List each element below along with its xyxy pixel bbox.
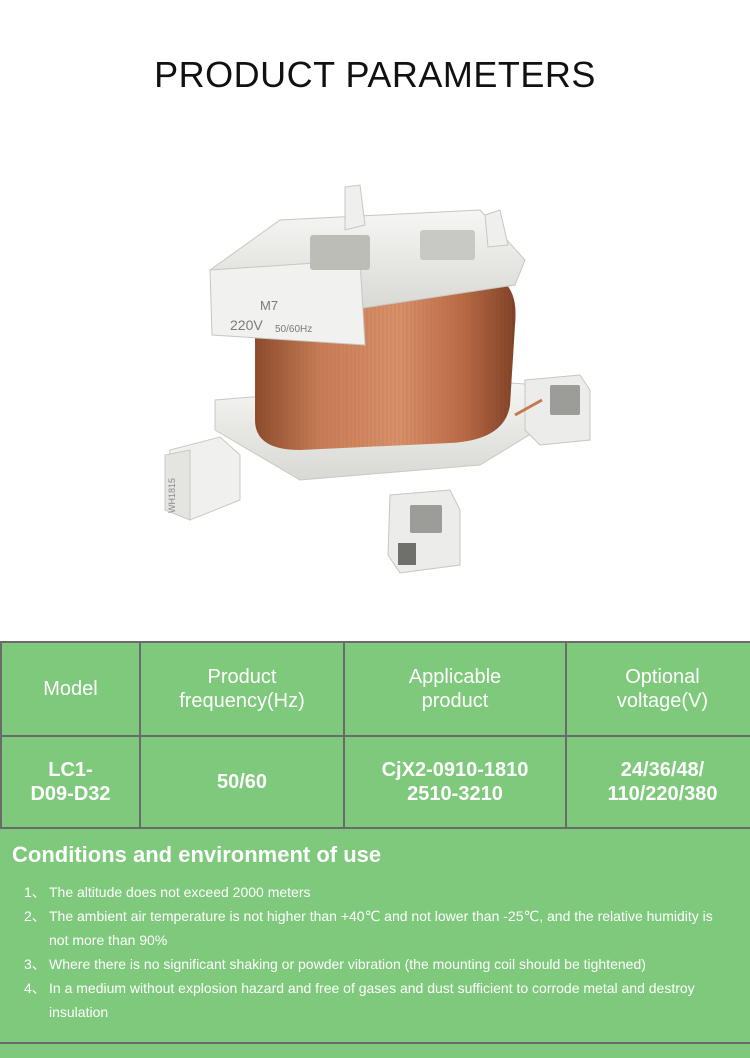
coil-model-label: M7 (260, 298, 278, 313)
bottom-band (0, 1044, 750, 1058)
cell-applicable-line-1: CjX2-0910-1810 (381, 759, 529, 781)
header-applicable-line-1: Applicable (408, 666, 502, 688)
coil-side-code: WH1815 (167, 478, 177, 513)
list-item: 2、The ambient air temperature is not hig… (24, 904, 736, 952)
cell-model-line-2: D09-D32 (30, 783, 111, 805)
cell-voltage-line-1: 24/36/48/ (620, 759, 705, 781)
list-item: 3、Where there is no significant shaking … (24, 952, 736, 976)
conditions-title: Conditions and environment of use (12, 842, 382, 867)
list-item-number: 2、 (24, 908, 46, 924)
conditions-section: Conditions and environment of use 1、The … (0, 829, 750, 1044)
cell-voltage-line-2: 110/220/380 (607, 783, 718, 805)
list-item-number: 4、 (24, 980, 46, 996)
header-voltage: Optional voltage(V) (565, 641, 750, 737)
list-item-text: In a medium without explosion hazard and… (49, 980, 695, 1020)
header-model: Model (0, 641, 141, 737)
list-item: 1、The altitude does not exceed 2000 mete… (24, 880, 736, 904)
cell-model: LC1- D09-D32 (0, 735, 141, 829)
cell-frequency: 50/60 (139, 735, 345, 829)
list-item: 4、In a medium without explosion hazard a… (24, 976, 736, 1024)
list-item-text: Where there is no significant shaking or… (49, 956, 646, 972)
header-model-line: Model (43, 678, 98, 700)
coil-frequency-label: 50/60Hz (275, 324, 312, 335)
list-item-text: The ambient air temperature is not highe… (49, 908, 713, 948)
header-frequency: Product frequency(Hz) (139, 641, 345, 737)
table-row: LC1- D09-D32 50/60 CjX2-0910-1810 2510-3… (0, 735, 750, 829)
coil-voltage-label: 220V (230, 317, 263, 333)
list-item-number: 1、 (24, 884, 46, 900)
header-applicable: Applicable product (343, 641, 567, 737)
table-header-row: Model Product frequency(Hz) Applicable p… (0, 641, 750, 737)
cell-applicable-line-2: 2510-3210 (407, 783, 503, 805)
page-title: PRODUCT PARAMETERS (154, 54, 596, 95)
header-voltage-line-2: voltage(V) (616, 690, 709, 712)
header-applicable-line-2: product (421, 690, 489, 712)
conditions-list: 1、The altitude does not exceed 2000 mete… (24, 880, 736, 1024)
header-frequency-line-1: Product (207, 666, 277, 688)
parameters-table: Model Product frequency(Hz) Applicable p… (0, 641, 750, 829)
cell-applicable: CjX2-0910-1810 2510-3210 (343, 735, 567, 829)
contactor-coil-photo: M7 220V 50/60Hz WH1815 (164, 184, 591, 574)
header-voltage-line-1: Optional (625, 666, 700, 688)
header-frequency-line-2: frequency(Hz) (179, 690, 305, 712)
list-item-number: 3、 (24, 956, 46, 972)
cell-frequency-line: 50/60 (216, 771, 268, 793)
list-item-text: The altitude does not exceed 2000 meters (49, 884, 311, 900)
cell-model-line-1: LC1- (48, 759, 93, 781)
cell-voltage: 24/36/48/ 110/220/380 (565, 735, 750, 829)
